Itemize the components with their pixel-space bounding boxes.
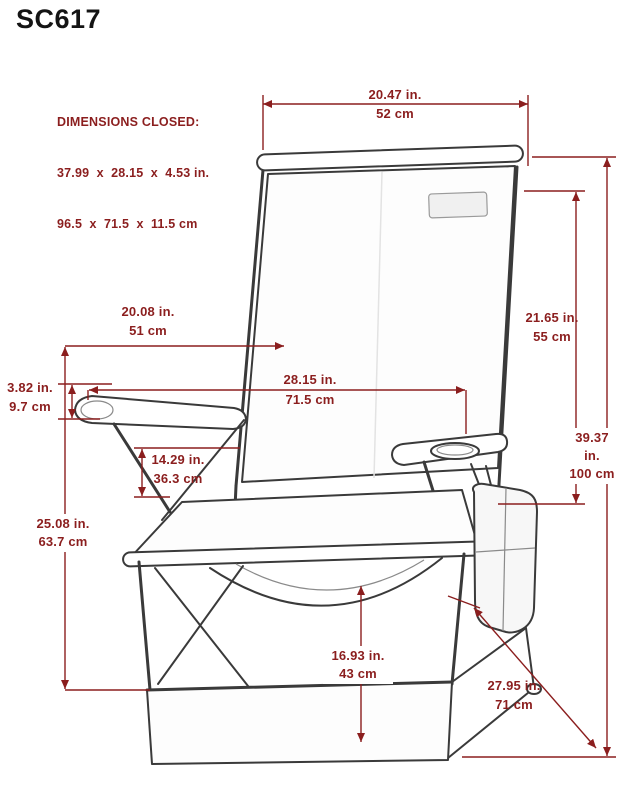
dim-label-arm-to-seat: 14.29 in. 36.3 cm: [146, 450, 210, 488]
dim-label-armrest-height: 25.08 in. 63.7 cm: [28, 514, 98, 552]
dim-line-armrest-drop: [58, 383, 112, 420]
dim-label-top-width: 20.47 in. 52 cm: [345, 85, 445, 123]
dim-label-overall-height: 39.37 in. 100 cm: [566, 428, 618, 484]
dim-armrest-span-cm: 51 cm: [129, 323, 167, 338]
dim-top-width-in: 20.47 in.: [368, 87, 422, 102]
brand-label-patch: [428, 191, 488, 219]
dim-label-seat-height: 16.93 in. 43 cm: [323, 646, 393, 684]
chair-backrest: [241, 165, 516, 483]
dim-depth-cm: 71 cm: [495, 697, 533, 712]
front-apron-panel: [145, 680, 454, 765]
dim-armrest-height-in: 25.08 in.: [36, 516, 90, 531]
dimensions-closed-inches: 37.99 x 28.15 x 4.53 in.: [57, 166, 210, 180]
dim-seat-height-in: 16.93 in.: [331, 648, 385, 663]
chair-top-bar: [256, 144, 524, 172]
dim-arm-to-seat-in: 14.29 in.: [151, 452, 205, 467]
dim-overall-height-cm: 100 cm: [569, 466, 615, 481]
cup-holder: [430, 442, 480, 460]
dim-armrest-height-cm: 63.7 cm: [38, 534, 88, 549]
dim-overall-height-in: 39.37 in.: [575, 430, 609, 463]
dim-overall-width-in: 28.15 in.: [283, 372, 337, 387]
dim-armrest-drop-in: 3.82 in.: [7, 380, 53, 395]
dim-label-armrest-span: 20.08 in. 51 cm: [100, 302, 196, 340]
dim-label-armrest-drop: 3.82 in. 9.7 cm: [2, 378, 58, 416]
dim-depth-in: 27.95 in.: [487, 678, 541, 693]
dim-line-top-width: [262, 95, 529, 166]
dim-label-back-height: 21.65 in. 55 cm: [520, 308, 584, 346]
dimensions-closed-block: DIMENSIONS CLOSED: 37.99 x 28.15 x 4.53 …: [57, 80, 209, 267]
chair-seat: [122, 489, 482, 568]
dim-top-width-cm: 52 cm: [376, 106, 414, 121]
dim-back-height-cm: 55 cm: [533, 329, 571, 344]
dim-line-overall-width: [87, 386, 467, 434]
dim-line-arm-to-seat: [134, 447, 240, 498]
dim-arm-to-seat-cm: 36.3 cm: [153, 471, 203, 486]
dim-label-overall-width: 28.15 in. 71.5 cm: [252, 370, 368, 410]
dim-armrest-drop-cm: 9.7 cm: [9, 399, 51, 414]
dimensions-closed-title: DIMENSIONS CLOSED:: [57, 115, 200, 129]
model-number: SC617: [16, 4, 102, 34]
dim-back-height-in: 21.65 in.: [525, 310, 579, 325]
dimensions-closed-cm: 96.5 x 71.5 x 11.5 cm: [57, 217, 198, 231]
dim-line-depth: [447, 595, 597, 749]
dim-overall-width-cm: 71.5 cm: [285, 392, 335, 407]
dim-armrest-span-in: 20.08 in.: [121, 304, 175, 319]
side-pouch: [470, 463, 538, 634]
dim-label-depth: 27.95 in. 71 cm: [482, 676, 546, 714]
chair-illustration: [73, 144, 542, 765]
dim-seat-height-cm: 43 cm: [339, 666, 377, 681]
